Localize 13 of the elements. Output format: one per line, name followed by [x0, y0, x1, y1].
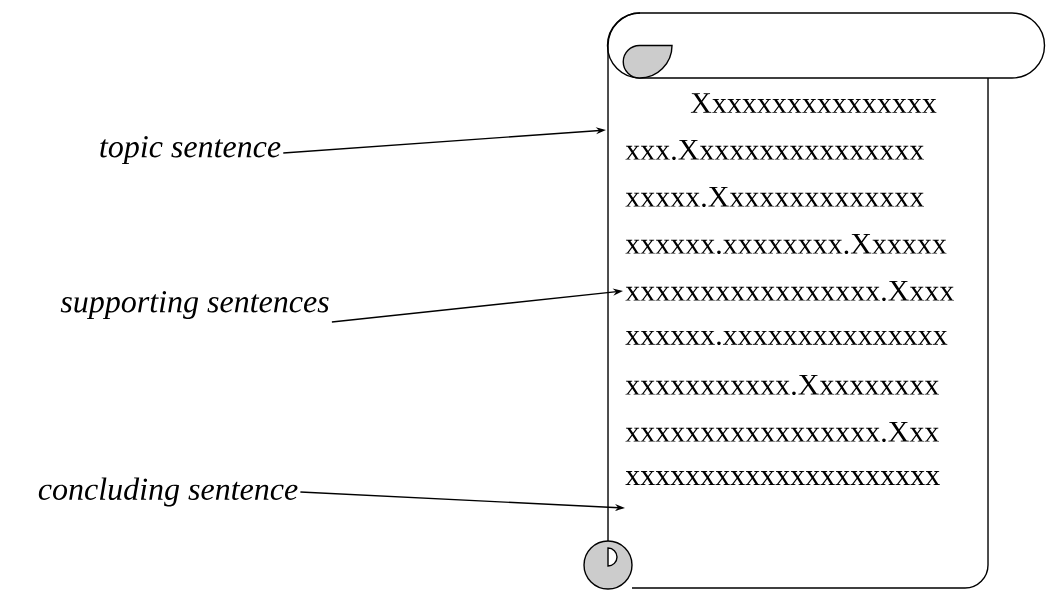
- paragraph-line: xxxxxx.xxxxxxxx.Xxxxxx: [625, 233, 947, 255]
- paragraph-line: xxxxxxxxxxxxxxxxxxxxx: [625, 471, 940, 485]
- paragraph-line: xxxxxx.xxxxxxxxxxxxxxx: [625, 330, 948, 346]
- paragraph-line: xxxxxxxxxxxxxxxxx.Xxxx: [625, 280, 954, 302]
- paragraph-line: xxxxxxxxxxxxxxxxx.Xxx: [625, 421, 939, 443]
- paragraph-line: xxxxx.Xxxxxxxxxxxxxx: [625, 186, 924, 208]
- label-text: supporting sentences: [60, 291, 329, 319]
- paragraph-line: xxx.Xxxxxxxxxxxxxxxx: [625, 139, 924, 161]
- label-text: concluding sentence: [38, 477, 298, 507]
- paragraph-line: Xxxxxxxxxxxxxxxx: [690, 93, 937, 113]
- paragraph-line: xxxxxxxxxxx.Xxxxxxxxx: [625, 374, 939, 396]
- label-text: topic sentence: [100, 136, 281, 164]
- scroll-drawing: [583, 12, 1046, 590]
